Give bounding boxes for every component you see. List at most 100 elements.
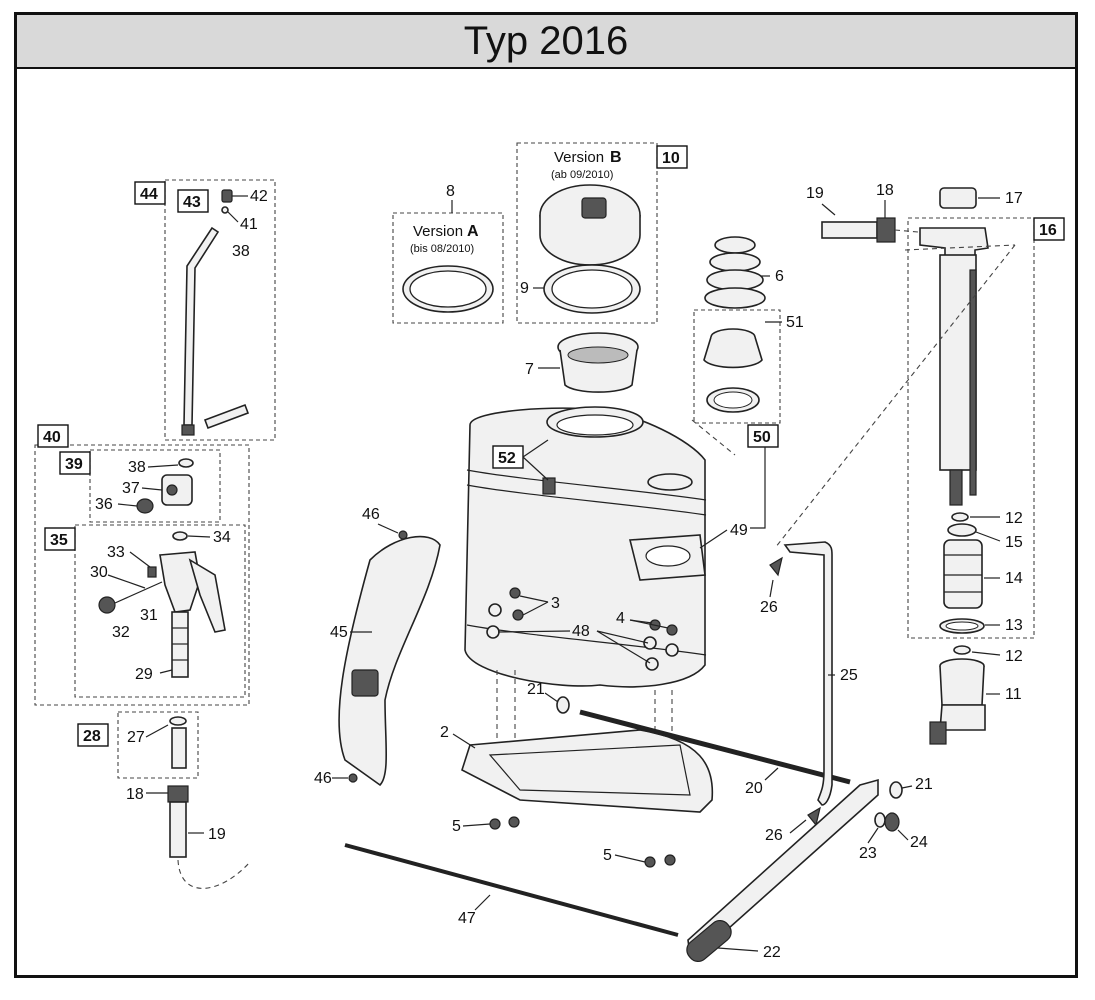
label-47: 47: [458, 910, 476, 927]
label-12a: 12: [1005, 510, 1023, 527]
label-45: 45: [330, 624, 348, 641]
diagram-title: Typ 2016: [463, 19, 629, 63]
version-a-letter: A: [467, 223, 479, 240]
tag-43-text: 43: [183, 194, 201, 211]
spray-lance-part: [183, 226, 220, 426]
label-21a: 21: [527, 681, 545, 698]
label-21b: 21: [915, 776, 933, 793]
tag-35-text: 35: [50, 532, 68, 549]
label-49: 49: [730, 522, 748, 539]
clip-26a: [769, 556, 783, 577]
label-11: 11: [1005, 686, 1022, 703]
nozzle-washer-part: [221, 206, 229, 214]
hose-nut-18-part: [167, 785, 189, 803]
label-46a: 46: [362, 506, 380, 523]
clip-52-part: [542, 477, 556, 495]
pump-seat-50-part: [703, 336, 763, 369]
label-7: 7: [525, 361, 534, 378]
rod-47-part: [344, 843, 679, 937]
lance-nut-part: [181, 424, 195, 436]
grease-tube-part: [203, 403, 250, 430]
label-22: 22: [763, 944, 781, 961]
label-9: 9: [520, 280, 529, 297]
label-51: 51: [786, 314, 804, 331]
label-42: 42: [250, 188, 268, 205]
tag-40: [37, 424, 69, 448]
tag-44-text: 44: [140, 186, 158, 203]
label-38a: 38: [232, 243, 250, 260]
label-14: 14: [1005, 570, 1023, 587]
label-23: 23: [859, 845, 877, 862]
cuff-6-bottom: [704, 287, 766, 309]
hose-fitting-19a-part: [821, 221, 878, 239]
tag-40-text: 40: [43, 429, 61, 446]
knob-32-part: [98, 596, 116, 614]
version-b-prefix: Version: [554, 149, 604, 166]
cap-17-part: [939, 187, 977, 209]
label-34: 34: [213, 529, 231, 546]
clip-26b: [807, 806, 821, 827]
group-10-box: [516, 142, 658, 324]
label-17: 17: [1005, 190, 1023, 207]
group-50-box: [693, 309, 781, 424]
lever-grip: [686, 919, 732, 963]
pipe-link-dashed: [774, 244, 1016, 549]
strap-buckle: [351, 669, 379, 697]
label-29: 29: [135, 666, 153, 683]
version-a-date: (bis 08/2010): [410, 243, 474, 255]
label-33: 33: [107, 544, 125, 561]
title-bar: Typ 2016: [17, 15, 1075, 69]
label-18b: 18: [126, 786, 144, 803]
label-46b: 46: [314, 770, 332, 787]
label-15: 15: [1005, 534, 1023, 551]
label-20: 20: [745, 780, 763, 797]
label-19b: 19: [208, 826, 226, 843]
clip-33-part: [147, 566, 157, 578]
version-b-letter: B: [610, 149, 622, 166]
screw-46a: [398, 530, 408, 540]
tag-43: [177, 189, 209, 213]
screw-3a: [509, 587, 521, 599]
tag-35: [44, 527, 76, 551]
connector-28-part: [171, 727, 187, 769]
label-48: 48: [572, 623, 590, 640]
washer-23: [874, 812, 886, 828]
piston-rod: [949, 469, 963, 506]
tag-28-text: 28: [83, 728, 101, 745]
tag-28: [77, 723, 109, 747]
shoulder-strap-45-part: [338, 535, 441, 787]
tank-pump-port: [647, 473, 693, 491]
label-3: 3: [551, 595, 560, 612]
label-18a: 18: [876, 182, 894, 199]
hose-link-dashed: [177, 859, 251, 889]
tag-39-text: 39: [65, 456, 83, 473]
nut-5a: [489, 818, 501, 830]
label-32: 32: [112, 624, 130, 641]
group-16-box: [907, 217, 1035, 639]
version-b-date: (ab 09/2010): [551, 169, 613, 181]
label-27: 27: [127, 729, 145, 746]
label-8: 8: [446, 183, 455, 200]
label-38b: 38: [128, 459, 146, 476]
pump-shaft-20-part: [579, 709, 851, 785]
group-8-box: [392, 212, 504, 324]
washer-21a: [556, 696, 570, 714]
tag-10: [656, 145, 688, 169]
oring-12a: [951, 512, 969, 522]
tag-39: [59, 451, 91, 475]
nozzle-tip-part: [221, 189, 233, 203]
washer-21b: [889, 781, 903, 799]
oring-34-part: [172, 531, 188, 541]
label-12b: 12: [1005, 648, 1023, 665]
oring-27-part: [169, 716, 187, 726]
label-13: 13: [1005, 617, 1023, 634]
label-2: 2: [440, 724, 449, 741]
label-5b: 5: [603, 847, 612, 864]
group-40-box: [34, 444, 250, 706]
label-26a: 26: [760, 599, 778, 616]
label-19a: 19: [806, 185, 824, 202]
group-28-box: [117, 711, 199, 779]
group-35-box: [74, 524, 246, 698]
tag-44: [134, 181, 166, 205]
